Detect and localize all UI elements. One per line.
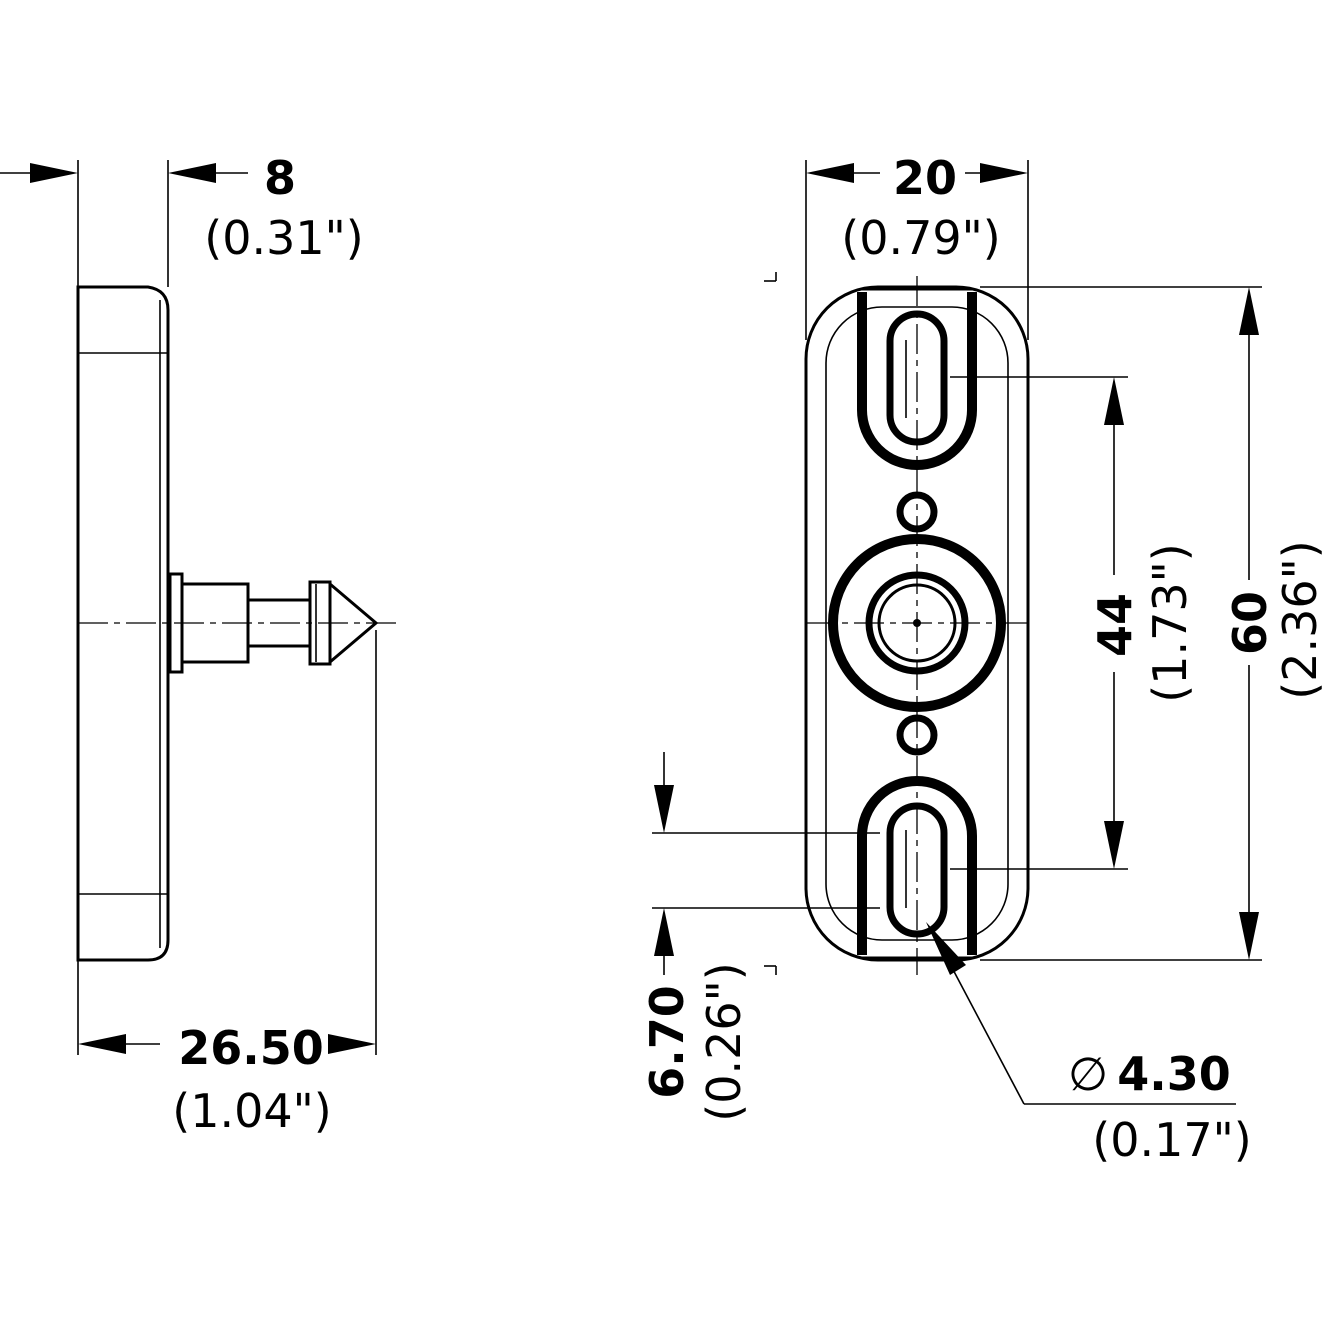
dim-670-arrow-bottom xyxy=(654,908,674,956)
dim-26-value: 26.50 xyxy=(178,1021,324,1075)
dim-44-arrow-bottom xyxy=(1104,821,1124,869)
dim-60-arrow-bottom xyxy=(1239,912,1259,960)
dim-44-value: 44 xyxy=(1088,593,1142,657)
front-view: 20 (0.79") 60 (2.36") 44 (1.73") 6.70 (0… xyxy=(640,151,1324,1167)
dim-670-inches: (0.26") xyxy=(697,962,751,1121)
dim-20-arrow-left xyxy=(806,163,854,183)
dim-26-arrow-left xyxy=(78,1034,126,1054)
dim-26-inches: (1.04") xyxy=(172,1084,331,1138)
dim-60-arrow-top xyxy=(1239,287,1259,335)
dim-60-inches: (2.36") xyxy=(1273,540,1324,699)
dim-8-inches: (0.31") xyxy=(204,211,363,265)
dim-670-arrow-top xyxy=(654,785,674,833)
dim-60-value: 60 xyxy=(1223,591,1277,655)
side-plate-outline xyxy=(76,285,170,962)
dim-670-value: 6.70 xyxy=(640,985,694,1099)
dim-44-arrow-top xyxy=(1104,377,1124,425)
top-slot-frame xyxy=(857,292,977,470)
dim-20-arrow-right xyxy=(980,163,1028,183)
dia-inches: (0.17") xyxy=(1092,1113,1251,1167)
dim-8-value: 8 xyxy=(264,151,296,205)
dim-8-arrow-right xyxy=(168,163,216,183)
side-view: 8 (0.31") 26.50 (1.04") xyxy=(0,151,398,1138)
dim-20-value: 20 xyxy=(893,151,957,205)
dim-26-arrow-right xyxy=(328,1034,376,1054)
dia-symbol: ∅ xyxy=(1068,1047,1108,1101)
dia-value: 4.30 xyxy=(1117,1047,1231,1101)
dim-20-inches: (0.79") xyxy=(841,211,1000,265)
dia-leader-arrow xyxy=(926,922,966,975)
dim-8-arrow-left xyxy=(30,163,78,183)
dim-44-inches: (1.73") xyxy=(1143,543,1197,702)
